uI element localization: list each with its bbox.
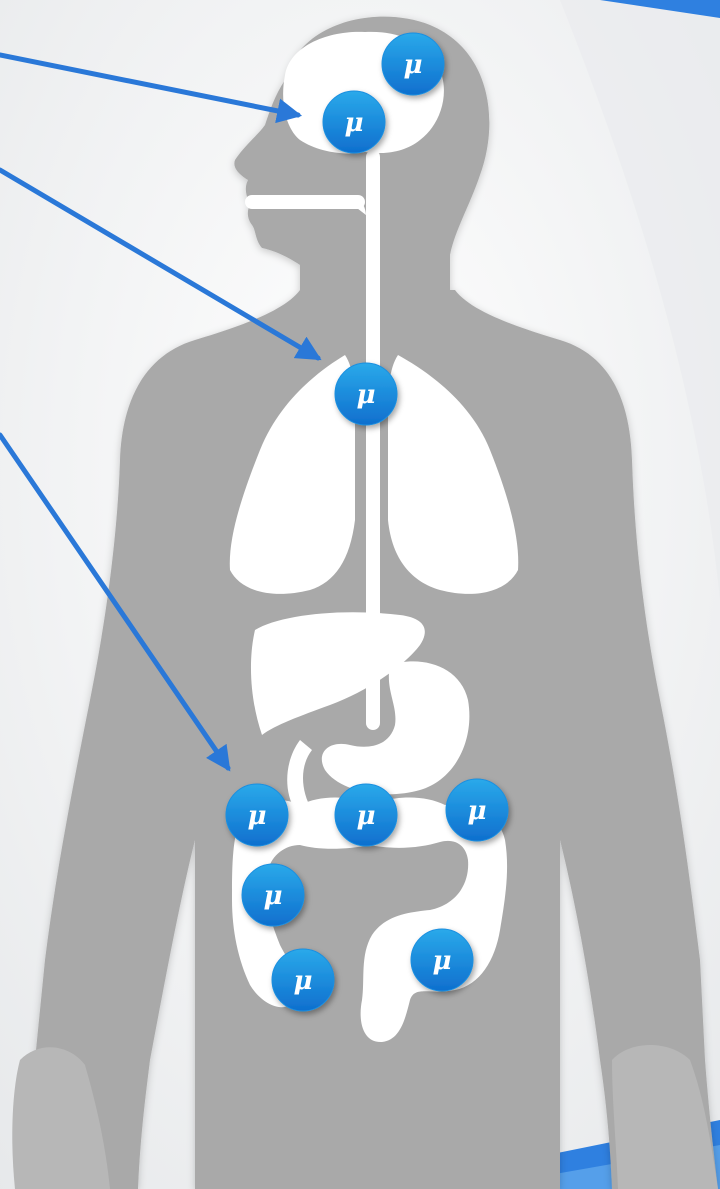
marker-label: μ — [432, 946, 451, 976]
marker-brain-upper: μ — [382, 33, 444, 95]
marker-label: μ — [467, 796, 486, 826]
marker-colon-sigmoid: μ — [411, 929, 473, 991]
marker-colon-lower-left: μ — [272, 949, 334, 1011]
marker-label: μ — [293, 966, 312, 996]
marker-label: μ — [263, 881, 282, 911]
marker-brain-lower: μ — [323, 91, 385, 153]
marker-label: μ — [344, 108, 363, 138]
marker-colon-right: μ — [446, 779, 508, 841]
marker-colon-ascending: μ — [242, 864, 304, 926]
marker-label: μ — [247, 801, 266, 831]
marker-lungs: μ — [335, 363, 397, 425]
marker-colon-left: μ — [226, 784, 288, 846]
marker-colon-middle: μ — [335, 784, 397, 846]
marker-label: μ — [403, 50, 422, 80]
marker-label: μ — [356, 380, 375, 410]
marker-label: μ — [356, 801, 375, 831]
